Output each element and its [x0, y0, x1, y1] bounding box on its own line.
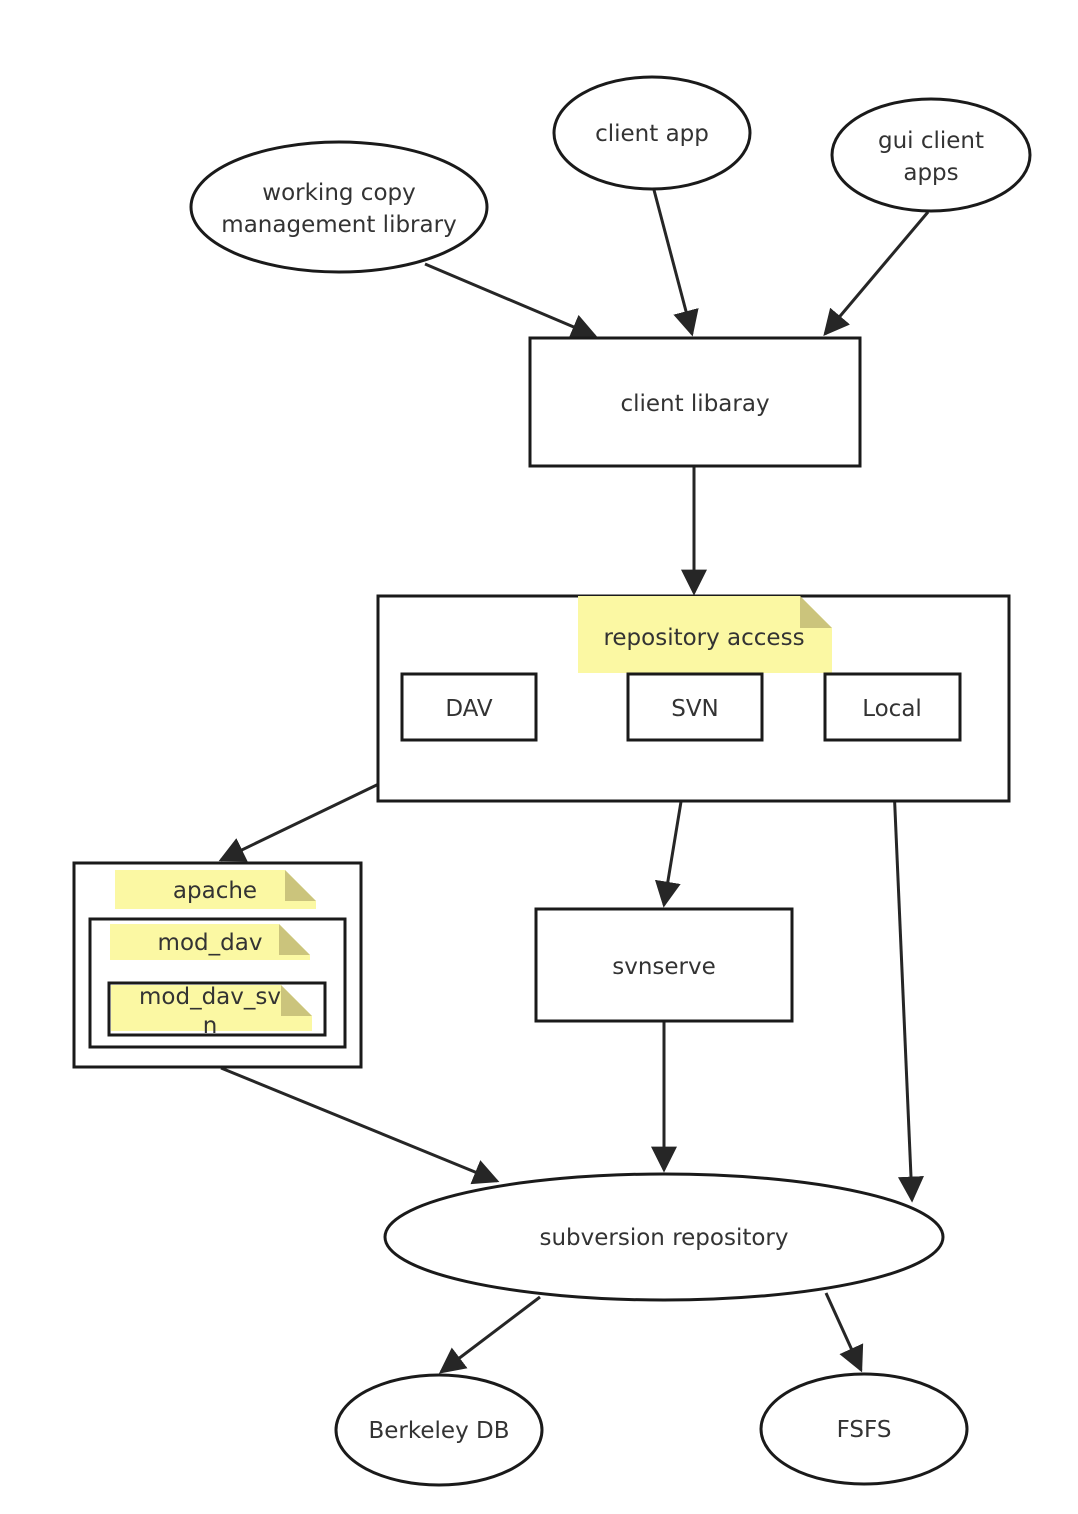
fsfs-label: FSFS: [837, 1417, 892, 1443]
node-client-library: client libaray: [528, 336, 862, 468]
node-fsfs: FSFS: [759, 1372, 969, 1486]
client-app-label: client app: [595, 121, 709, 147]
node-svnserve: svnserve: [534, 907, 794, 1023]
working-copy-label-line1: working copy: [262, 180, 415, 206]
edge-repository-to-fsfs: [824, 1292, 864, 1373]
mod-dav-svn-note: mod_dav_sv n: [111, 984, 312, 1039]
mod-dav-note: mod_dav: [110, 924, 310, 960]
subversion-repository-label: subversion repository: [539, 1225, 788, 1251]
berkeley-db-label: Berkeley DB: [369, 1418, 510, 1444]
edge-local-to-subversion-repository: [890, 740, 924, 1203]
local-label: Local: [862, 696, 922, 722]
working-copy-label-line2: management library: [221, 212, 456, 238]
dav-label: DAV: [445, 696, 493, 722]
node-berkeley-db: Berkeley DB: [334, 1373, 544, 1487]
group-apache: apache mod_dav mod_dav_sv n: [72, 861, 363, 1069]
node-svn: SVN: [626, 672, 764, 742]
apache-note: apache: [115, 870, 316, 909]
node-client-app: client app: [552, 75, 752, 191]
node-working-copy-management-library: working copy management library: [189, 140, 489, 274]
edge-client-app-to-client-library: [652, 189, 699, 337]
mod-dav-svn-label-line1: mod_dav_sv: [139, 984, 281, 1010]
repository-access-label: repository access: [603, 625, 804, 651]
svn-label: SVN: [671, 696, 719, 722]
group-repository-access: repository access DAV SVN Local: [376, 594, 1011, 803]
node-subversion-repository: subversion repository: [383, 1172, 945, 1302]
client-library-label: client libaray: [620, 391, 769, 417]
repository-access-note: repository access: [578, 596, 832, 673]
node-gui-client-apps: gui client apps: [830, 97, 1032, 213]
mod-dav-label: mod_dav: [158, 930, 263, 956]
edge-working-copy-to-client-library: [424, 262, 598, 339]
mod-dav-svn-label-line2: n: [203, 1013, 218, 1039]
node-dav: DAV: [400, 672, 538, 742]
edge-repository-to-berkeley-db: [438, 1295, 541, 1374]
gui-client-label-line1: gui client: [878, 128, 984, 154]
edge-gui-client-to-client-library: [823, 211, 930, 336]
node-local: Local: [823, 672, 962, 742]
edge-apache-to-subversion-repository: [220, 1066, 500, 1185]
apache-label: apache: [173, 878, 257, 904]
gui-client-label-line2: apps: [903, 160, 958, 186]
svnserve-label: svnserve: [612, 954, 716, 980]
